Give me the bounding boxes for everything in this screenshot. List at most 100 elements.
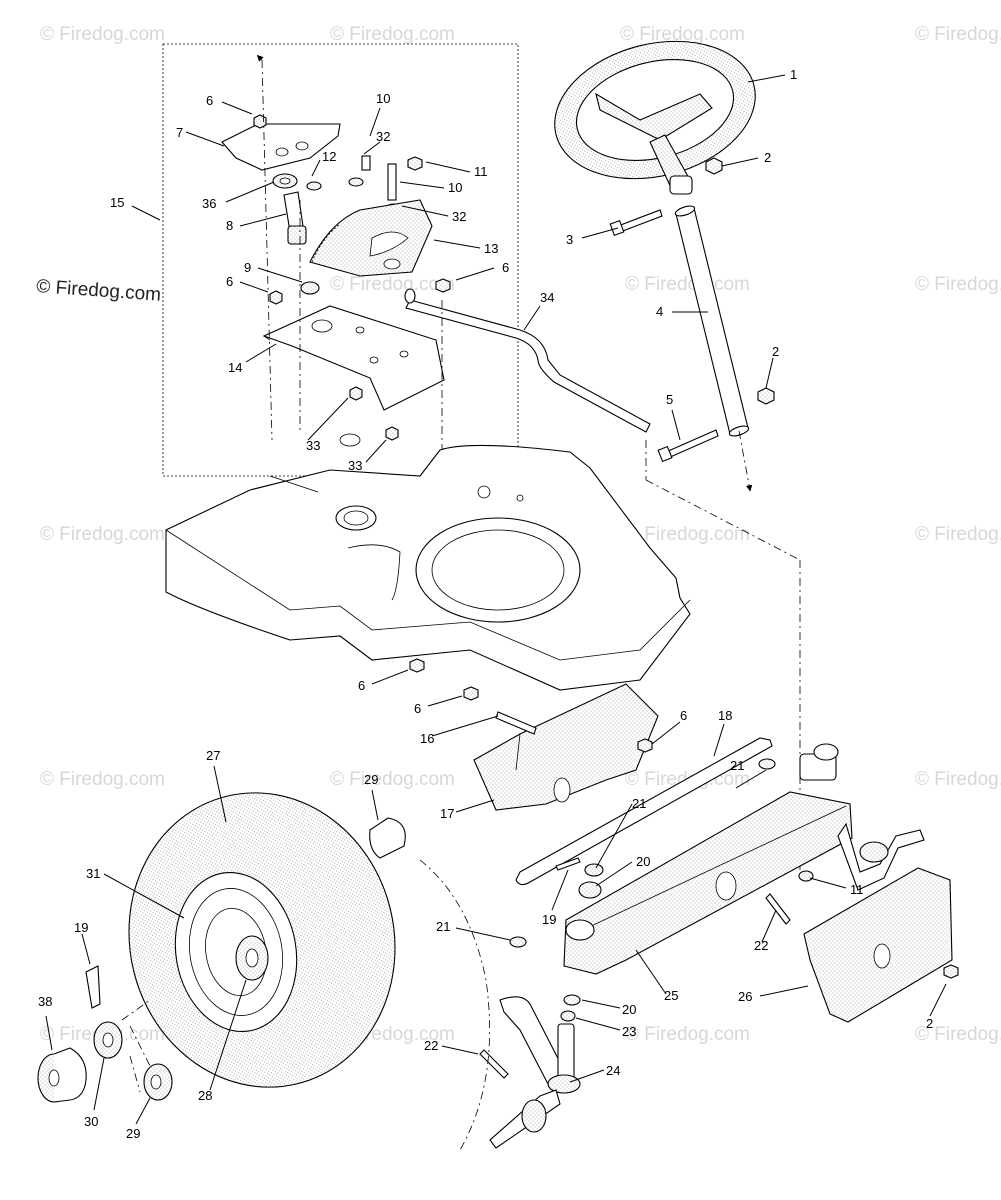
steering-shaft — [674, 205, 753, 492]
bracket-hole — [275, 147, 289, 157]
watermark-faint: © Firedog.com — [625, 274, 750, 295]
nut — [349, 386, 363, 401]
sector-gear — [309, 199, 433, 277]
washer — [300, 281, 320, 295]
part-number: 2 — [764, 150, 771, 165]
right-spindle — [837, 822, 925, 891]
bolt — [361, 155, 371, 171]
part-number: 6 — [680, 708, 687, 723]
nut — [407, 156, 423, 171]
watermark-faint: © Firedog.com — [915, 769, 1001, 790]
part-number: 1 — [790, 67, 797, 82]
part-number: 26 — [738, 989, 752, 1004]
part-number: 6 — [358, 678, 365, 693]
watermark-main: © Firedog.com — [36, 276, 162, 306]
part-callouts: 1 2 3 4 2 5 6 7 10 32 12 11 10 36 32 15 … — [38, 67, 933, 1141]
watermark-faint: © Firedog.com — [620, 24, 745, 45]
part-number: 6 — [206, 93, 213, 108]
part-number: 9 — [244, 260, 251, 275]
bushing-hole — [150, 1074, 162, 1090]
screw-head — [463, 686, 479, 701]
cotter-pin — [555, 857, 581, 871]
part-number: 12 — [322, 149, 336, 164]
part-number: 23 — [622, 1024, 636, 1039]
part-number: 6 — [502, 260, 509, 275]
watermark-faint: © Firedog.com — [330, 274, 455, 295]
cotter-pin — [479, 1049, 509, 1079]
part-number: 22 — [424, 1038, 438, 1053]
mount-bracket — [262, 305, 445, 411]
part-number: 21 — [632, 796, 646, 811]
watermark-faint: © Firedog.com — [625, 1024, 750, 1045]
part-number: 24 — [606, 1063, 620, 1078]
screw-head — [435, 278, 451, 293]
part-number: 38 — [38, 994, 52, 1009]
nut — [385, 426, 399, 441]
axle-bracket — [473, 683, 659, 811]
part-number: 28 — [198, 1088, 212, 1103]
part-number: 27 — [206, 748, 220, 763]
front-axle — [563, 743, 853, 975]
screw-head — [253, 114, 267, 129]
washer — [758, 758, 776, 770]
bolt — [657, 429, 719, 463]
part-number: 2 — [926, 1016, 933, 1031]
nut — [943, 964, 959, 979]
alignment-line — [419, 859, 490, 1151]
part-number: 19 — [542, 912, 556, 927]
alignment-line — [261, 59, 273, 441]
bolt — [609, 209, 663, 237]
part-number: 20 — [622, 1002, 636, 1017]
washer — [560, 1010, 576, 1022]
part-number: 10 — [448, 180, 462, 195]
part-number: 3 — [566, 232, 573, 247]
alignment-arrow — [256, 54, 264, 62]
washer — [348, 177, 364, 187]
left-spindle — [489, 996, 581, 1149]
part-number: 30 — [84, 1114, 98, 1129]
part-number: 18 — [718, 708, 732, 723]
part-number: 15 — [110, 195, 124, 210]
watermark-faint: © Firedog.com — [40, 524, 165, 545]
part-number: 29 — [364, 772, 378, 787]
watermark-faint: © Firedog.com — [330, 769, 455, 790]
upper-bracket — [221, 123, 341, 171]
bushing — [369, 817, 406, 859]
part-number: 29 — [126, 1126, 140, 1141]
washer — [306, 181, 322, 191]
part-number: 32 — [452, 209, 466, 224]
alignment-line — [645, 479, 801, 561]
tie-rod — [515, 737, 773, 886]
part-number: 21 — [436, 919, 450, 934]
part-number: 20 — [636, 854, 650, 869]
washer — [509, 936, 527, 948]
part-number: 33 — [306, 438, 320, 453]
part-number: 7 — [176, 125, 183, 140]
part-number: 6 — [414, 701, 421, 716]
bolt — [495, 711, 537, 735]
washer-hole — [102, 1032, 114, 1048]
washer — [563, 994, 581, 1006]
watermark-faint: © Firedog.com — [915, 274, 1001, 295]
part-number: 36 — [202, 196, 216, 211]
wheel-hub — [37, 1047, 87, 1103]
drag-link — [404, 288, 651, 433]
part-number: 19 — [74, 920, 88, 935]
pinion-teeth — [287, 225, 307, 245]
part-number: 32 — [376, 129, 390, 144]
screw-head — [269, 290, 283, 305]
watermark-faint: © Firedog.com — [40, 769, 165, 790]
hub-plate — [803, 867, 953, 1023]
part-number: 11 — [850, 882, 864, 897]
nut — [705, 157, 723, 175]
part-number: 31 — [86, 866, 100, 881]
cotter-pin — [765, 893, 791, 925]
part-number: 14 — [228, 360, 242, 375]
part-number: 10 — [376, 91, 390, 106]
watermark-faint: © Firedog.com — [40, 24, 165, 45]
alignment-line — [121, 999, 151, 1093]
watermark-faint: © Firedog.com — [625, 524, 750, 545]
screw-head — [409, 658, 425, 673]
part-number: 16 — [420, 731, 434, 746]
